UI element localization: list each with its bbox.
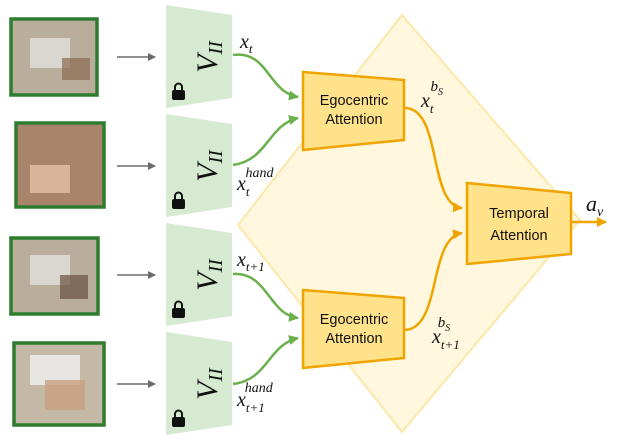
lock-icon	[172, 82, 185, 100]
label-x-t-hand: xthand	[236, 166, 275, 199]
encoder-2: VII	[166, 114, 232, 217]
input-frame-3	[9, 236, 100, 316]
arrow-egocentric2-to-temporal	[404, 229, 463, 332]
label-x-t1-bs: xt+1bS	[431, 315, 460, 352]
egocentric-attention-1: Egocentric Attention	[301, 70, 406, 152]
arrow-xt1-to-egocentric-2	[232, 272, 299, 322]
svg-text:Attention: Attention	[325, 112, 382, 128]
temporal-attention: Temporal Attention	[465, 181, 573, 266]
svg-text:Temporal: Temporal	[489, 206, 549, 222]
label-x-t-bs: xtbS	[420, 79, 443, 116]
encoder-4: VII	[166, 332, 232, 435]
svg-text:VII: VII	[191, 258, 227, 291]
label-x-t1: xt+1	[236, 249, 265, 274]
arrow-xt-to-egocentric-1	[232, 53, 299, 101]
lock-icon	[172, 300, 185, 318]
label-x-t: xt	[239, 31, 253, 56]
input-frame-1	[9, 17, 99, 97]
encoder-3: VII	[166, 223, 232, 326]
label-a-v: av	[586, 191, 604, 220]
label-x-t1-hand: xt+1hand	[236, 381, 274, 415]
svg-text:Attention: Attention	[325, 331, 382, 347]
svg-text:VII: VII	[191, 149, 227, 182]
arrow-xt-hand-to-egocentric-1	[232, 115, 299, 167]
svg-text:Attention: Attention	[490, 228, 547, 244]
input-frame-2	[14, 121, 106, 209]
svg-text:Egocentric: Egocentric	[320, 93, 389, 109]
svg-text:VII: VII	[191, 40, 227, 73]
lock-icon	[172, 191, 185, 209]
svg-text:Egocentric: Egocentric	[320, 312, 389, 328]
encoder-1: VII	[166, 5, 232, 108]
input-frame-4	[12, 341, 106, 427]
arrow-xt1-hand-to-egocentric-2	[232, 335, 299, 386]
arrow-egocentric1-to-temporal	[404, 106, 463, 213]
svg-text:VII: VII	[191, 367, 227, 400]
egocentric-attention-2: Egocentric Attention	[301, 288, 406, 370]
lock-icon	[172, 409, 185, 427]
